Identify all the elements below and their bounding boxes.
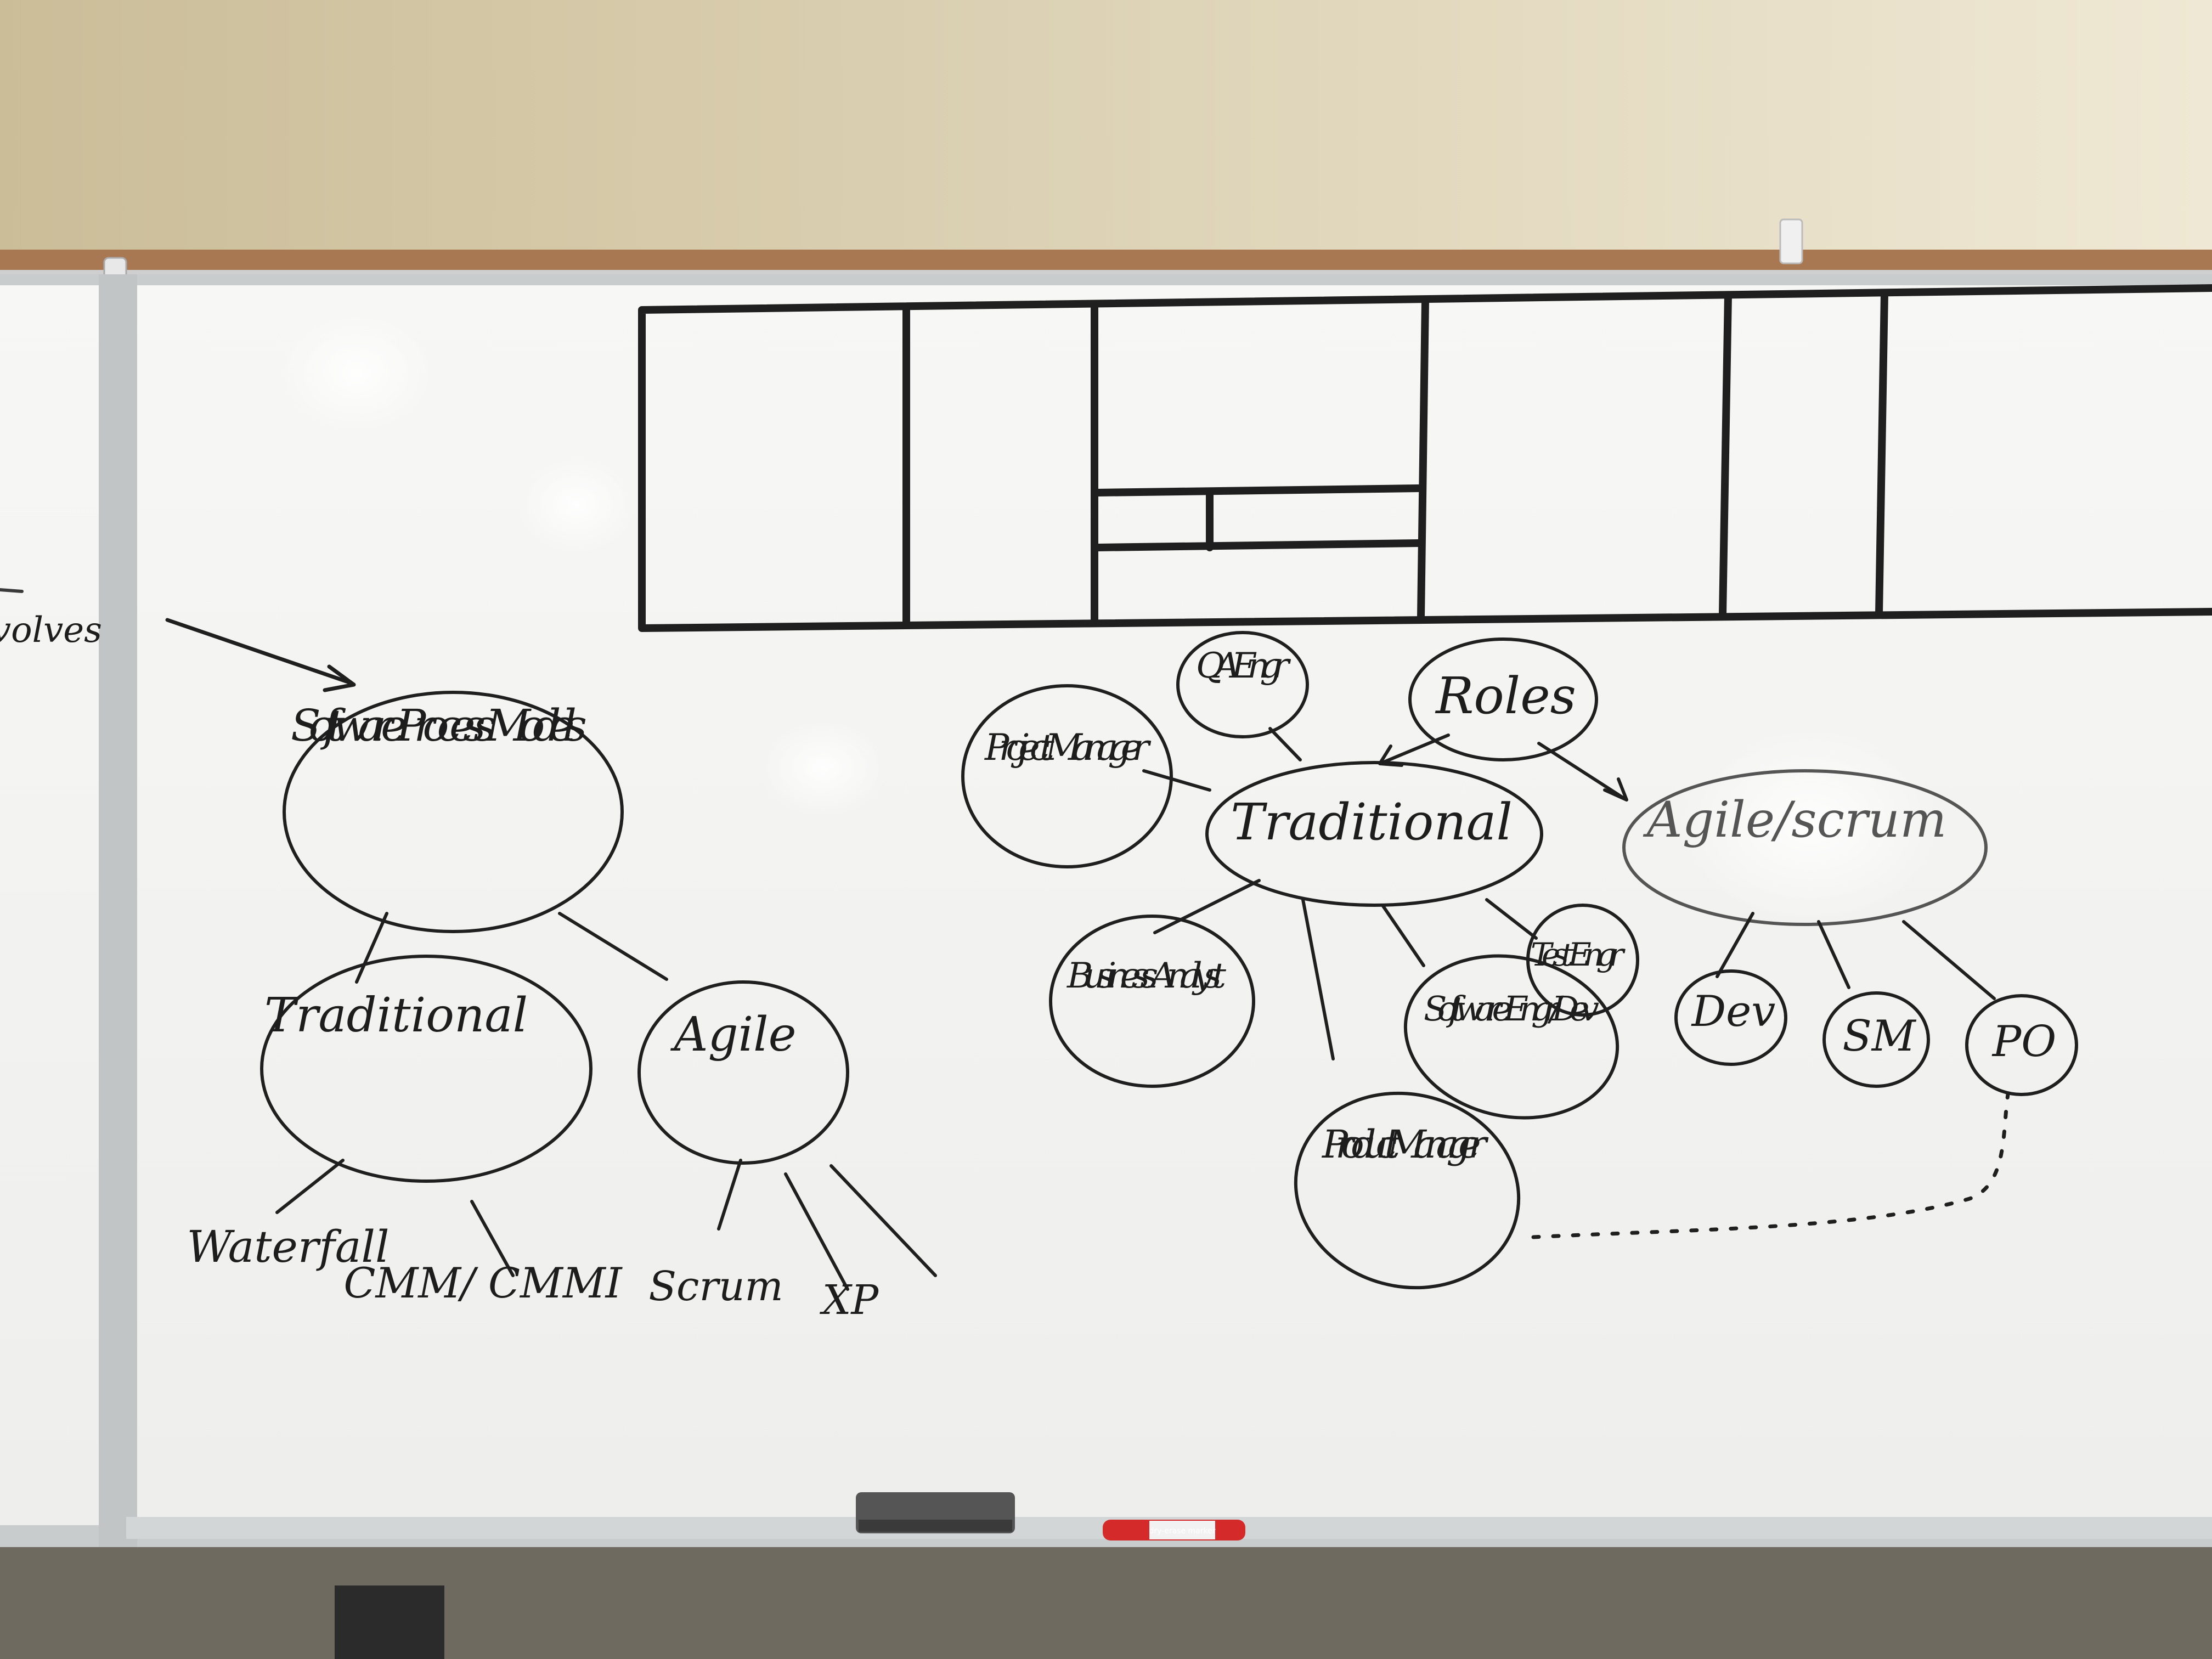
edge-root-traditional	[355, 912, 388, 984]
edge-agile-xp-a	[784, 1172, 849, 1291]
edge-traditional-cmm	[470, 1200, 515, 1277]
edge-traditional-business-analyst	[1153, 879, 1261, 934]
label-agile-scrum: Agile/scrum	[1643, 791, 1947, 849]
red-marker-label: dry-erase marker	[1149, 1527, 1216, 1536]
left-edge-text: volves	[0, 610, 102, 651]
grid-col-4	[1719, 291, 1732, 618]
label-cmm: CMM/ CMMI	[343, 1259, 623, 1307]
label-po: PO	[1991, 1017, 2056, 1066]
node-roles	[1408, 637, 1598, 761]
edge-agile-dev	[1716, 912, 1754, 978]
chair-back	[335, 1585, 444, 1659]
grid-sub-row-top	[1093, 484, 1422, 496]
left-edge-underline	[0, 588, 24, 593]
label-traditional-roles: Traditional	[1231, 793, 1513, 851]
label-roles: Roles	[1435, 667, 1576, 725]
incoming-arrow-head	[323, 664, 356, 692]
label-sm: SM	[1842, 1012, 1916, 1061]
edge-traditional-software-engr	[1381, 904, 1425, 967]
node-project-manager	[961, 684, 1173, 868]
glare-spot	[757, 719, 889, 817]
node-product-manager	[1294, 1091, 1521, 1290]
node-traditional-roles	[1205, 761, 1543, 907]
label-project-manager: Project Manager	[984, 726, 1151, 769]
edge-agile-sm	[1817, 920, 1850, 989]
node-software-process-models	[283, 691, 624, 933]
node-qa-engr	[1176, 631, 1309, 738]
left-board-panel	[0, 285, 99, 1525]
label-software-process-models: Software Process Models	[291, 700, 587, 751]
edge-traditional-project-manager	[1142, 769, 1211, 792]
dotted-link-product-manager-po	[1531, 1092, 2010, 1239]
grid-diagram	[638, 284, 2212, 632]
floor	[0, 1536, 2212, 1659]
map-rail	[0, 250, 2212, 273]
node-sm	[1822, 991, 1930, 1088]
node-dev	[1674, 969, 1787, 1066]
edge-agile-xp-b	[830, 1164, 937, 1277]
label-qa-engr: QA Engr	[1196, 646, 1291, 686]
edge-agile-scrum	[717, 1159, 742, 1231]
red-marker-band	[1149, 1521, 1215, 1539]
label-dev: Dev	[1691, 987, 1776, 1036]
map-clip	[1779, 218, 1803, 264]
glare-spot	[280, 313, 433, 433]
node-test-engr	[1526, 904, 1639, 1017]
edge-traditional-qa	[1268, 727, 1302, 761]
edge-agile-po	[1902, 920, 1996, 1000]
edge-traditional-test-engr	[1485, 898, 1538, 940]
node-business-analyst	[1049, 915, 1255, 1088]
label-agile: Agile	[670, 1007, 796, 1062]
grid-col-5	[1875, 290, 1888, 617]
node-po	[1965, 994, 2078, 1096]
label-scrum: Scrum	[648, 1263, 783, 1310]
label-xp: XP	[820, 1277, 879, 1324]
right-cluster: Roles Traditional QA Engr Project Manage…	[961, 631, 2078, 1290]
label-waterfall: Waterfall	[187, 1221, 389, 1272]
label-test-engr: Test Engr	[1531, 936, 1626, 973]
eraser-felt	[859, 1520, 1012, 1532]
node-agile	[637, 980, 849, 1165]
node-traditional	[260, 955, 592, 1183]
label-business-analyst: Business Analyst	[1066, 956, 1226, 996]
label-traditional: Traditional	[264, 988, 528, 1043]
panel-divider	[99, 274, 137, 1547]
arrow-roles-agile-head	[1603, 777, 1628, 802]
label-product-manager: Product Manager	[1321, 1122, 1489, 1167]
edge-traditional-product-manager	[1301, 898, 1335, 1060]
wall	[0, 0, 2212, 274]
grid-col-3	[1417, 297, 1429, 621]
edge-roles-traditional	[1381, 733, 1450, 764]
incoming-arrow	[165, 618, 353, 685]
left-cluster: Software Process Models Traditional Agil…	[165, 618, 937, 1324]
edge-roles-agile	[1537, 742, 1626, 800]
map-rail-edge	[0, 270, 2212, 275]
label-software-engr-dev: Software Engr/Dev	[1424, 989, 1599, 1029]
grid-sub-row-mid	[1093, 539, 1422, 551]
edge-traditional-waterfall	[275, 1159, 345, 1214]
glare-spot	[516, 455, 636, 554]
edge-root-agile	[558, 912, 668, 981]
node-agile-scrum	[1622, 769, 1988, 926]
main-board	[137, 285, 2212, 1520]
